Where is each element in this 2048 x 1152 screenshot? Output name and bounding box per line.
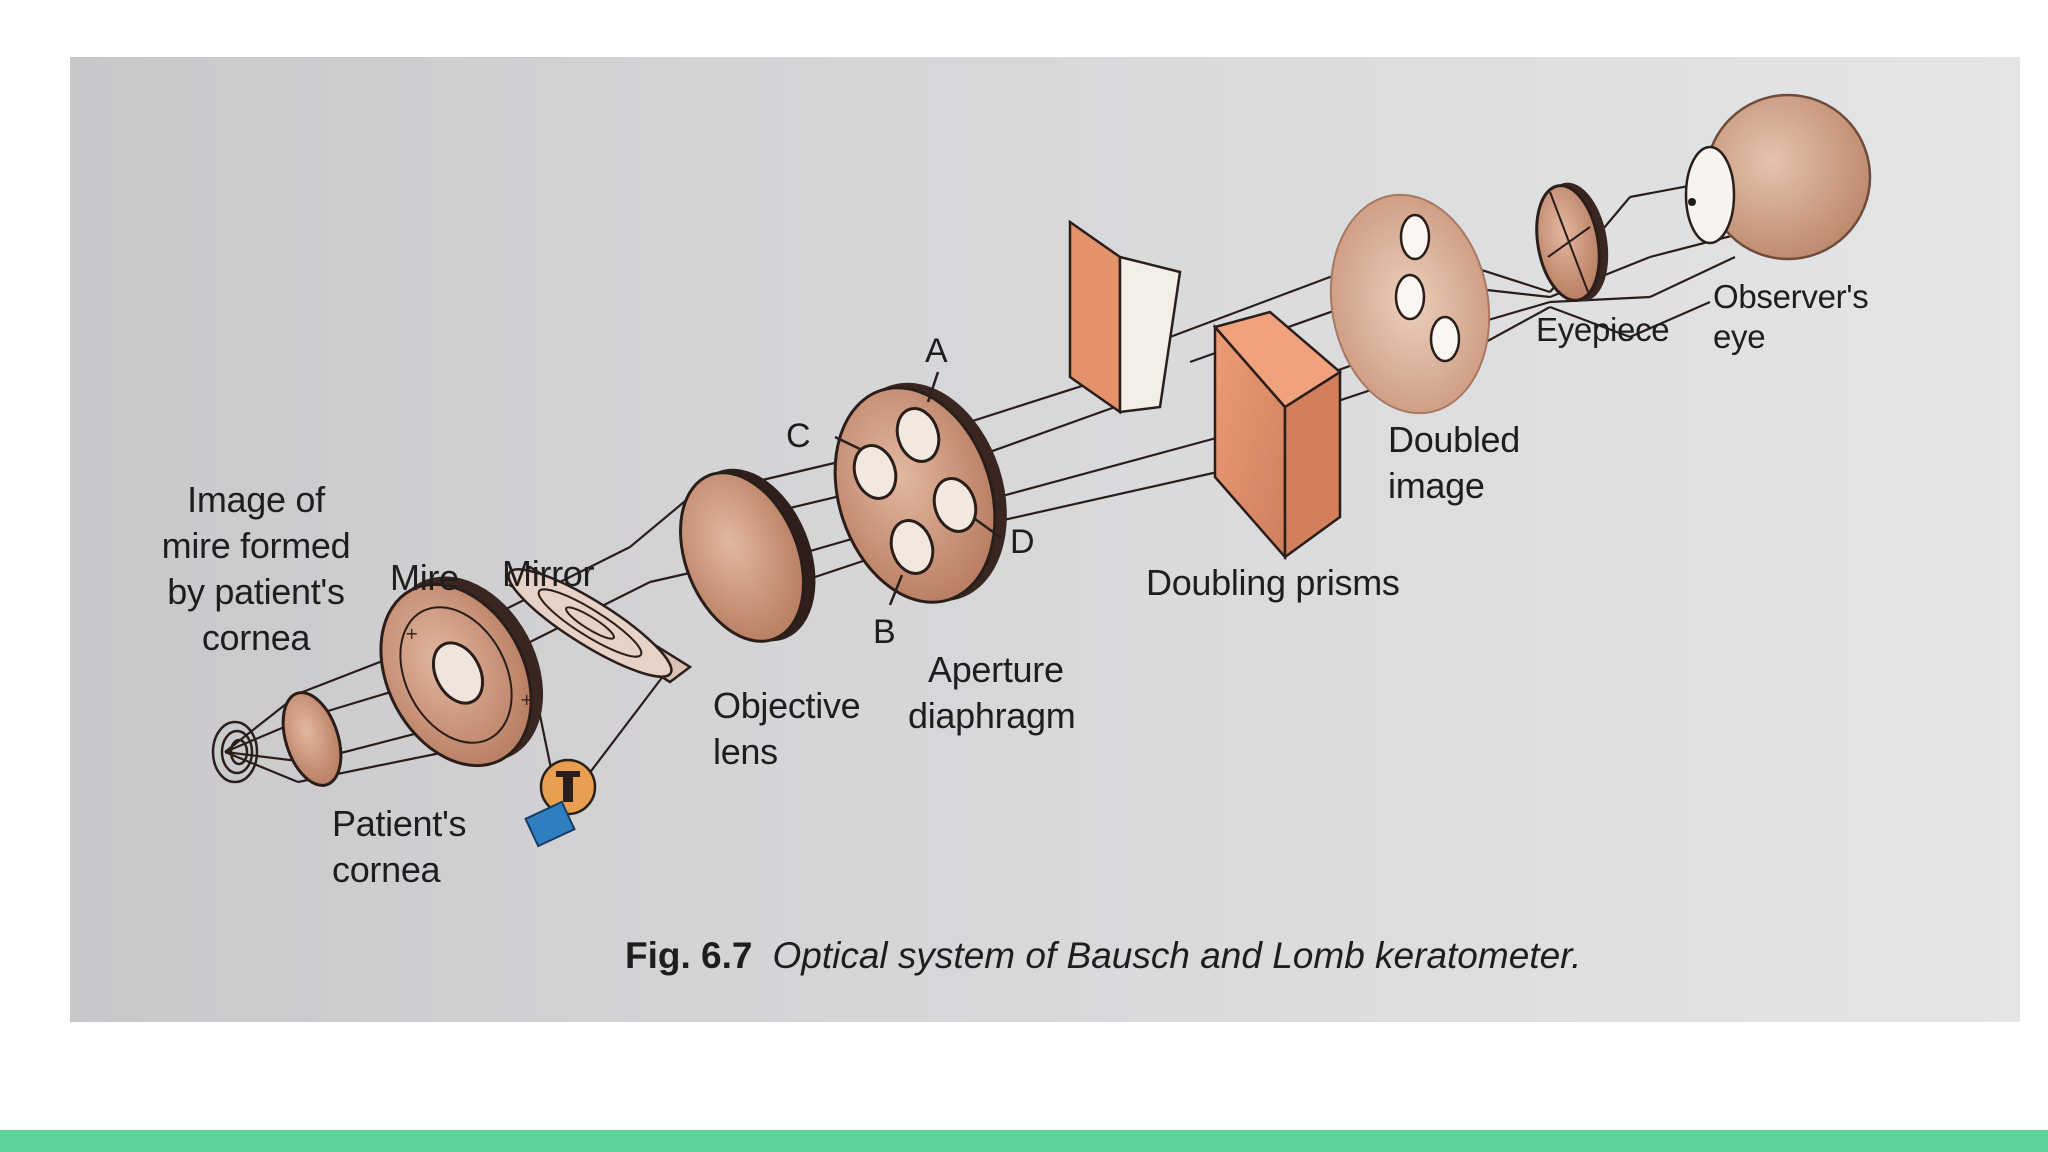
doubling-prism-lower [1212,310,1343,561]
label-aperture-a: A [925,332,948,370]
accent-bar [0,1130,2048,1152]
label-aperture-c: C [786,417,811,455]
label-line: image [1388,465,1485,506]
doubling-prism-upper [1068,219,1182,415]
aperture-diaphragm [833,371,1007,606]
label-line: Observer's [1713,278,1869,315]
mire-image-rings [211,720,259,784]
label-mire: Mire [390,557,459,598]
label-line: cornea [332,849,441,890]
label-observers-eye: Observer's eye [1713,277,1869,357]
svg-text:+: + [520,690,533,709]
mire-ring: + + [379,576,544,768]
light-bulb [524,758,597,848]
keratometer-optical-diagram: + + [211,93,1872,848]
label-line: Objective [713,685,861,726]
label-doubling-prisms: Doubling prisms [1146,562,1400,603]
label-mirror: Mirror [502,553,595,594]
textbook-photo: + + [70,57,2020,1022]
label-aperture-b: B [873,613,896,651]
label-line: lens [713,731,778,772]
label-line: Aperture [928,649,1064,690]
label-line: eye [1713,318,1766,355]
label-eyepiece: Eyepiece [1536,311,1670,348]
objective-lens [678,468,816,643]
label-aperture-diaphragm: Aperture diaphragm [908,647,1076,739]
label-line: Image of [187,479,325,520]
doubled-image-disc [1329,193,1491,415]
patients-cornea [281,691,343,787]
label-line: diaphragm [908,695,1076,736]
label-line: Patient's [332,803,467,844]
label-line: Doubled [1388,419,1521,460]
label-line: mire formed [161,525,351,566]
label-image-of-mire: Image of mire formed by patient's cornea [146,477,366,661]
observers-eye [1684,93,1872,261]
svg-text:+: + [405,624,418,643]
eyepiece-lens [1535,182,1609,302]
label-line: by patient's [167,571,345,612]
label-line: cornea [201,617,311,658]
figure-caption-text: Optical system of Bausch and Lomb kerato… [772,935,1582,976]
mirror [507,565,693,684]
label-patients-cornea: Patient's cornea [332,801,467,893]
label-aperture-d: D [1010,523,1035,561]
label-objective-lens: Objective lens [713,683,861,775]
label-doubled-image: Doubled image [1388,417,1520,509]
figure-caption: Fig. 6.7 Optical system of Bausch and Lom… [625,935,1581,977]
figure-number: Fig. 6.7 [625,935,753,976]
